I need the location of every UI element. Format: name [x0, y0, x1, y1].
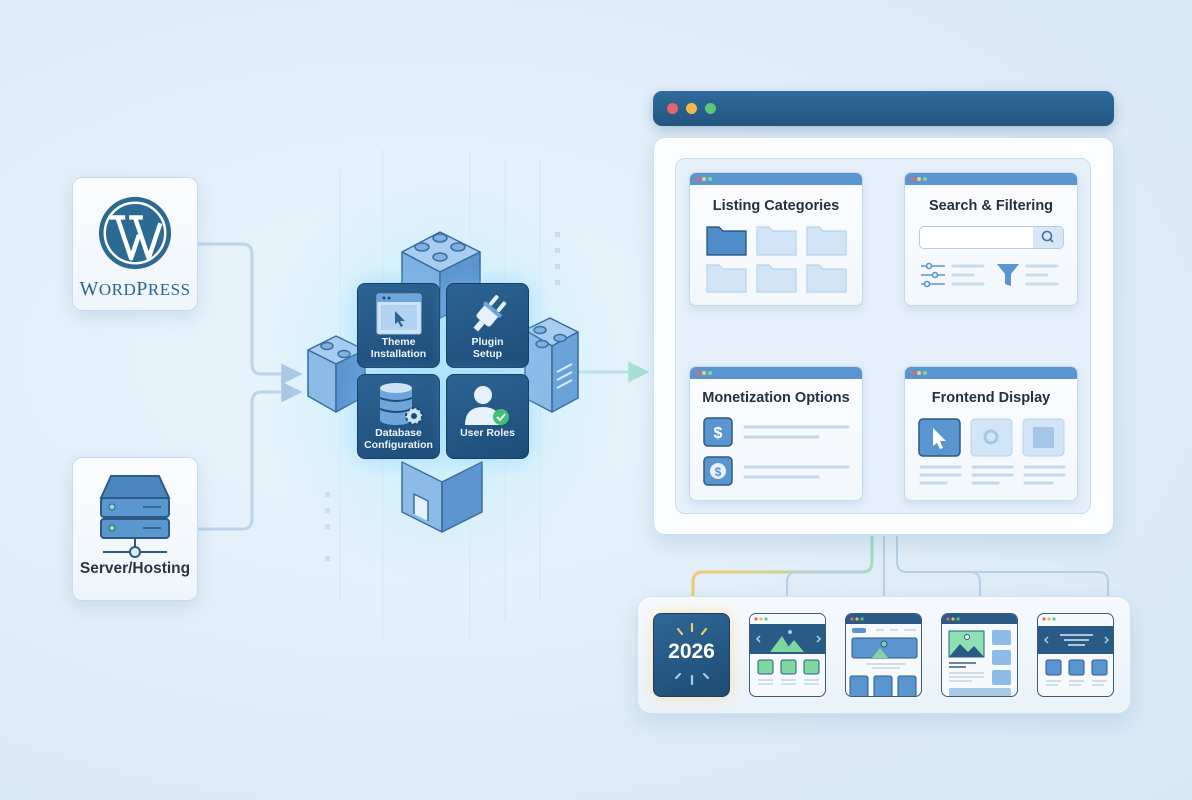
server-icon: [99, 475, 171, 558]
year-text: 2026: [668, 640, 715, 663]
database-gear-icon: [379, 383, 423, 425]
cursor-layout-icon: [918, 418, 1066, 485]
user-roles-tile[interactable]: User Roles: [446, 374, 529, 459]
user-check-icon: [465, 386, 509, 425]
minimize-dot[interactable]: [686, 103, 697, 114]
listing-categories-title: Listing Categories: [712, 198, 840, 214]
wordpress-card[interactable]: WORDPRESS: [72, 177, 198, 311]
frontend-display-panel[interactable]: Frontend Display: [904, 366, 1078, 501]
monetization-options-title: Monetization Options: [702, 390, 850, 406]
template-image-sidebar[interactable]: [941, 613, 1018, 697]
server-hosting-label: Server/Hosting: [79, 560, 191, 577]
template-hero-map[interactable]: [845, 613, 922, 697]
close-dot[interactable]: [667, 103, 678, 114]
hero-map-layout-icon: [846, 614, 921, 696]
search-filtering-panel[interactable]: Search & Filtering: [904, 172, 1078, 306]
slider-gallery-layout-icon: [750, 614, 825, 685]
sparkle-icon: [674, 622, 710, 686]
monetization-options-panel[interactable]: Monetization Options $ $: [689, 366, 863, 501]
carousel-cards-layout-icon: [1038, 617, 1113, 686]
wordpress-wordmark: WORDPRESS: [79, 278, 191, 300]
search-filtering-title: Search & Filtering: [928, 198, 1054, 214]
listing-categories-panel[interactable]: Listing Categories: [689, 172, 863, 306]
year-badge[interactable]: 2026: [653, 613, 730, 697]
search-input[interactable]: [919, 226, 1064, 249]
svg-text:$: $: [715, 465, 722, 479]
search-button[interactable]: [1033, 227, 1063, 248]
wordpress-logo-icon: [98, 196, 172, 270]
svg-text:$: $: [714, 425, 723, 442]
frontend-display-title: Frontend Display: [931, 390, 1051, 406]
folder-grid-icon: [706, 226, 847, 293]
user-roles-label: User Roles: [460, 427, 515, 439]
template-carousel-cards[interactable]: [1037, 613, 1114, 697]
image-sidebar-layout-icon: [942, 614, 1017, 696]
browser-titlebar: [653, 91, 1114, 126]
dollar-icon: $ $: [703, 417, 850, 486]
server-hosting-card[interactable]: Server/Hosting: [72, 457, 198, 601]
plug-icon: [473, 295, 507, 332]
browser-cursor-icon: [376, 293, 422, 335]
maximize-dot[interactable]: [705, 103, 716, 114]
search-filter-icon: [921, 262, 1059, 288]
search-icon: [1041, 230, 1054, 243]
template-slider-gallery[interactable]: [749, 613, 826, 697]
